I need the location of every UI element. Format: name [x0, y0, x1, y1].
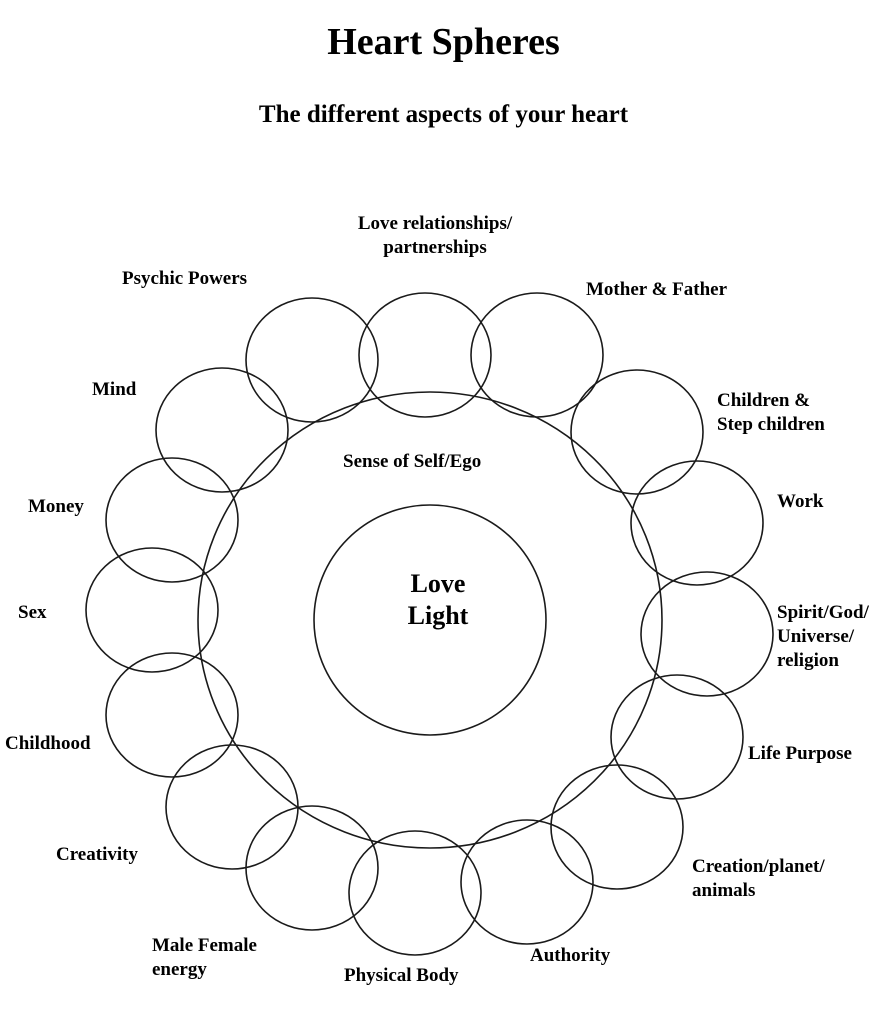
label-mother-father: Mother & Father [586, 279, 728, 300]
sphere-childhood [105, 652, 239, 778]
sphere-money [105, 457, 239, 583]
label-work: Work [777, 491, 824, 512]
sense-of-self-ring [197, 391, 663, 849]
label-life-purpose: Life Purpose [748, 743, 852, 764]
label-creativity: Creativity [56, 844, 138, 865]
sphere-authority [460, 819, 594, 945]
label-sense-of-self: Sense of Self/Ego [343, 451, 482, 472]
label-children: Children & Step children [717, 390, 825, 435]
page-subtitle: The different aspects of your heart [258, 101, 629, 128]
sphere-work [630, 460, 764, 586]
label-sex: Sex [18, 602, 47, 623]
label-mind: Mind [92, 379, 137, 400]
label-psychic-powers: Psychic Powers [122, 268, 248, 289]
label-physical-body: Physical Body [344, 965, 459, 986]
label-authority: Authority [530, 945, 611, 966]
label-male-female: Male Female energy [152, 935, 257, 980]
sphere-creation [550, 764, 684, 890]
sphere-physical-body [348, 830, 482, 956]
sphere-children [570, 369, 704, 495]
sphere-life-purpose [610, 674, 744, 800]
sphere-sex [85, 547, 219, 673]
label-money: Money [28, 496, 84, 517]
sphere-psychic-powers [245, 297, 379, 423]
label-creation: Creation/planet/ animals [692, 856, 825, 901]
sphere-spirit [640, 571, 774, 697]
label-childhood: Childhood [5, 733, 91, 754]
sphere-love-relationships [358, 292, 492, 418]
sphere-male-female [245, 805, 379, 931]
label-spirit: Spirit/God/ Universe/ religion [777, 602, 869, 671]
sphere-mind [155, 367, 289, 493]
sphere-creativity [165, 744, 299, 870]
sphere-mother-father [470, 292, 604, 418]
love-light-circle [313, 504, 547, 736]
label-love-light: Love Light [407, 569, 469, 630]
label-love-relationships: Love relationships/ partnerships [357, 213, 513, 258]
page-title: Heart Spheres [327, 21, 560, 63]
